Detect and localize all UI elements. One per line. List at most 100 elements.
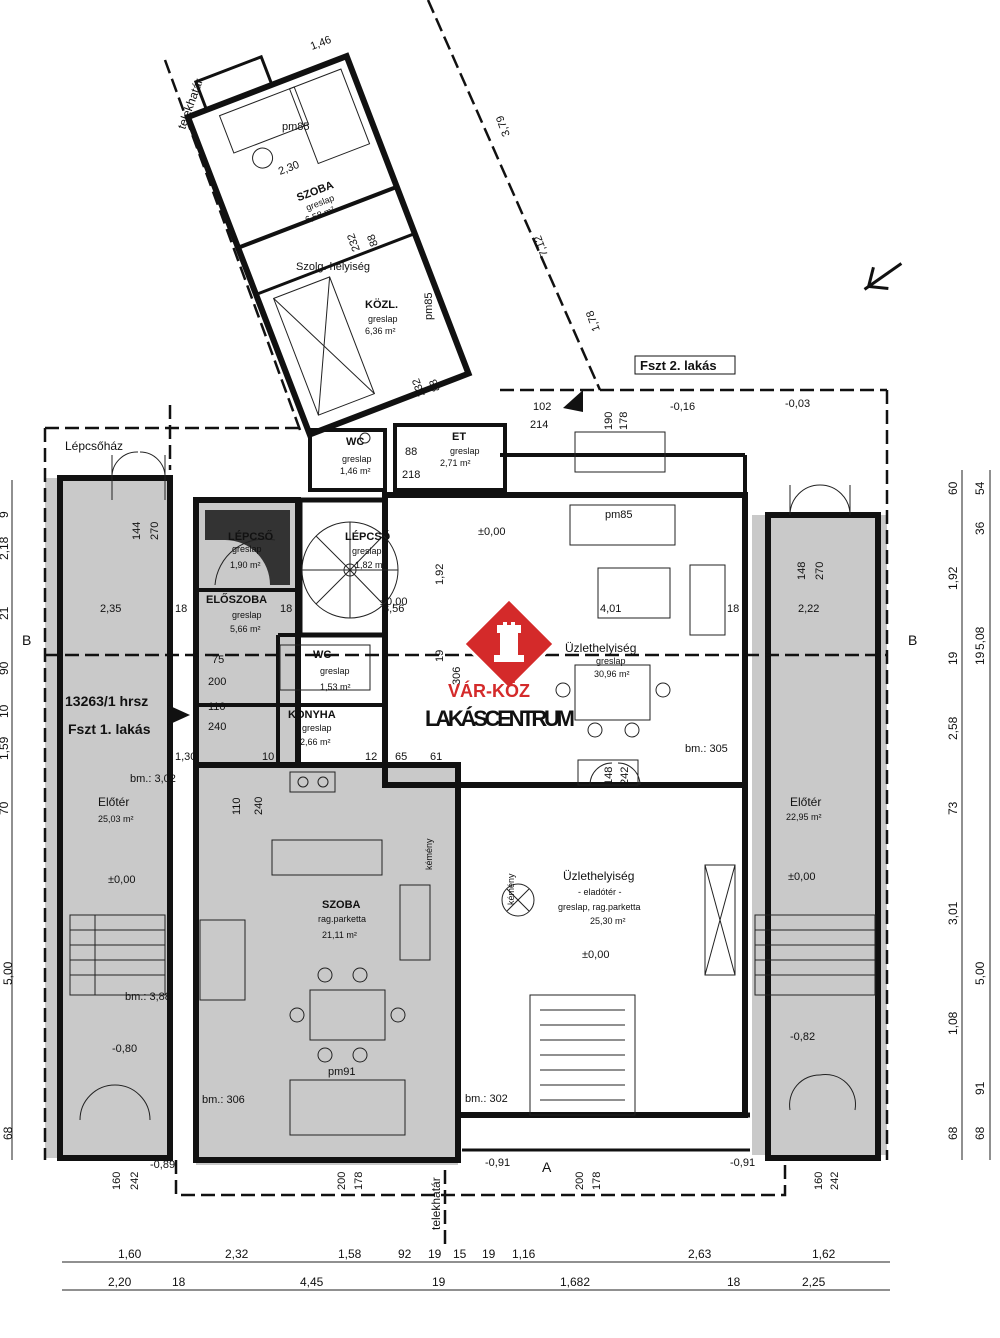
svg-text:21: 21 (0, 606, 11, 620)
section-b-left: B (22, 632, 31, 648)
svg-text:2,25: 2,25 (802, 1275, 826, 1289)
svg-text:70: 70 (0, 801, 11, 815)
svg-text:19: 19 (428, 1247, 442, 1261)
svg-text:1,78: 1,78 (584, 309, 603, 333)
svg-text:178: 178 (618, 412, 630, 430)
svg-text:18: 18 (280, 603, 292, 615)
logo-line1: VÁR-KÖZ (448, 680, 530, 701)
svg-text:15: 15 (453, 1247, 467, 1261)
svg-text:3,79: 3,79 (494, 114, 513, 138)
svg-text:-0,16: -0,16 (670, 401, 695, 413)
shaded-areas (45, 478, 887, 1165)
svg-text:200: 200 (336, 1172, 348, 1190)
svg-text:88: 88 (427, 377, 442, 393)
svg-text:144: 144 (131, 522, 143, 540)
svg-text:110: 110 (208, 701, 226, 713)
parcel-boundary-label-bottom: telekhatár (429, 1177, 443, 1230)
svg-text:-0,91: -0,91 (730, 1157, 755, 1169)
svg-text:bm.: 305: bm.: 305 (685, 743, 728, 755)
chimney-label: kémény (424, 838, 434, 870)
svg-text:90: 90 (0, 661, 11, 675)
svg-text:240: 240 (253, 797, 265, 815)
svg-text:±0,00: ±0,00 (582, 949, 609, 961)
svg-text:148: 148 (796, 562, 808, 580)
svg-text:2,71 m²: 2,71 m² (440, 458, 471, 468)
svg-text:36: 36 (973, 521, 987, 535)
svg-text:54: 54 (973, 481, 987, 495)
svg-text:pm91: pm91 (328, 1066, 356, 1078)
svg-text:greslap: greslap (232, 610, 262, 620)
svg-text:21,11 m²: 21,11 m² (322, 930, 357, 940)
room-wc-top: WC (346, 436, 364, 448)
svg-text:19: 19 (946, 651, 960, 665)
svg-text:19: 19 (434, 650, 446, 662)
svg-text:5,08: 5,08 (973, 626, 987, 650)
svg-text:88: 88 (405, 446, 417, 458)
svg-text:242: 242 (129, 1172, 141, 1190)
svg-text:242: 242 (619, 767, 631, 785)
svg-text:60: 60 (946, 481, 960, 495)
svg-text:12: 12 (365, 751, 377, 763)
svg-text:rag.parketta: rag.parketta (318, 914, 366, 924)
svg-text:214: 214 (530, 419, 548, 431)
chimney-label: kémény (506, 873, 516, 905)
svg-text:91: 91 (973, 1081, 987, 1095)
right-dimension-lines (961, 470, 991, 1160)
room-kozl: KÖZL. (365, 298, 398, 311)
svg-text:bm.: 302: bm.: 302 (465, 1093, 508, 1105)
svg-text:±0,00: ±0,00 (478, 526, 505, 538)
svg-text:10: 10 (262, 751, 274, 763)
svg-text:240: 240 (208, 721, 226, 733)
svg-text:75: 75 (212, 654, 224, 666)
svg-text:greslap: greslap (320, 666, 350, 676)
svg-text:4,45: 4,45 (300, 1275, 324, 1289)
svg-text:2,30: 2,30 (277, 159, 301, 178)
svg-text:2,58: 2,58 (946, 716, 960, 740)
svg-text:greslap: greslap (232, 544, 262, 554)
svg-text:68: 68 (1, 1126, 15, 1140)
logo-line2: LAKÁSCENTRUM (425, 706, 575, 731)
svg-text:200: 200 (574, 1172, 586, 1190)
svg-text:232: 232 (345, 232, 363, 253)
room-szoba-big: SZOBA (322, 899, 361, 911)
svg-text:-0,82: -0,82 (790, 1031, 815, 1043)
svg-text:greslap: greslap (342, 454, 372, 464)
svg-text:18: 18 (727, 603, 739, 615)
svg-text:5,00: 5,00 (973, 961, 987, 985)
svg-text:bm.: 3,88: bm.: 3,88 (125, 991, 171, 1003)
unit2-label: Fszt 2. lakás (640, 358, 717, 373)
svg-text:10: 10 (0, 704, 11, 718)
room-labels: SZOBA greslap 6,58 m² Szolg. helyiség KÖ… (98, 179, 822, 940)
svg-text:±0,00: ±0,00 (788, 871, 815, 883)
svg-text:1,30: 1,30 (175, 751, 196, 763)
room-eloszoba: ELŐSZOBA (206, 593, 267, 606)
svg-text:6,36 m²: 6,36 m² (365, 326, 396, 336)
svg-text:18: 18 (175, 603, 187, 615)
svg-text:2,18: 2,18 (0, 536, 11, 560)
parcel-boundary-label: telekhatár (175, 77, 206, 131)
section-a-label: A (542, 1159, 552, 1175)
svg-text:148: 148 (603, 767, 615, 785)
svg-text:greslap: greslap (368, 314, 398, 324)
svg-text:bm.: 306: bm.: 306 (202, 1094, 245, 1106)
svg-text:pm85: pm85 (605, 509, 633, 521)
svg-text:160: 160 (813, 1172, 825, 1190)
rook-icon (494, 622, 524, 662)
svg-text:greslap: greslap (302, 723, 332, 733)
svg-text:greslap, rag.parketta: greslap, rag.parketta (558, 902, 641, 912)
room-wc-mid: WC (313, 649, 331, 661)
unit-marker-icon (563, 390, 583, 412)
svg-text:1,53 m²: 1,53 m² (320, 682, 351, 692)
svg-text:19: 19 (432, 1275, 446, 1289)
north-arrow-icon (863, 262, 903, 291)
svg-text:92: 92 (398, 1247, 412, 1261)
svg-text:1,682: 1,682 (560, 1275, 590, 1289)
svg-text:68: 68 (973, 1126, 987, 1140)
svg-text:19: 19 (482, 1247, 496, 1261)
svg-text:22,95 m²: 22,95 m² (786, 812, 822, 822)
svg-text:242: 242 (829, 1172, 841, 1190)
svg-text:18: 18 (172, 1275, 186, 1289)
svg-text:1,16: 1,16 (512, 1247, 536, 1261)
svg-text:bm.: 3,02: bm.: 3,02 (130, 773, 176, 785)
